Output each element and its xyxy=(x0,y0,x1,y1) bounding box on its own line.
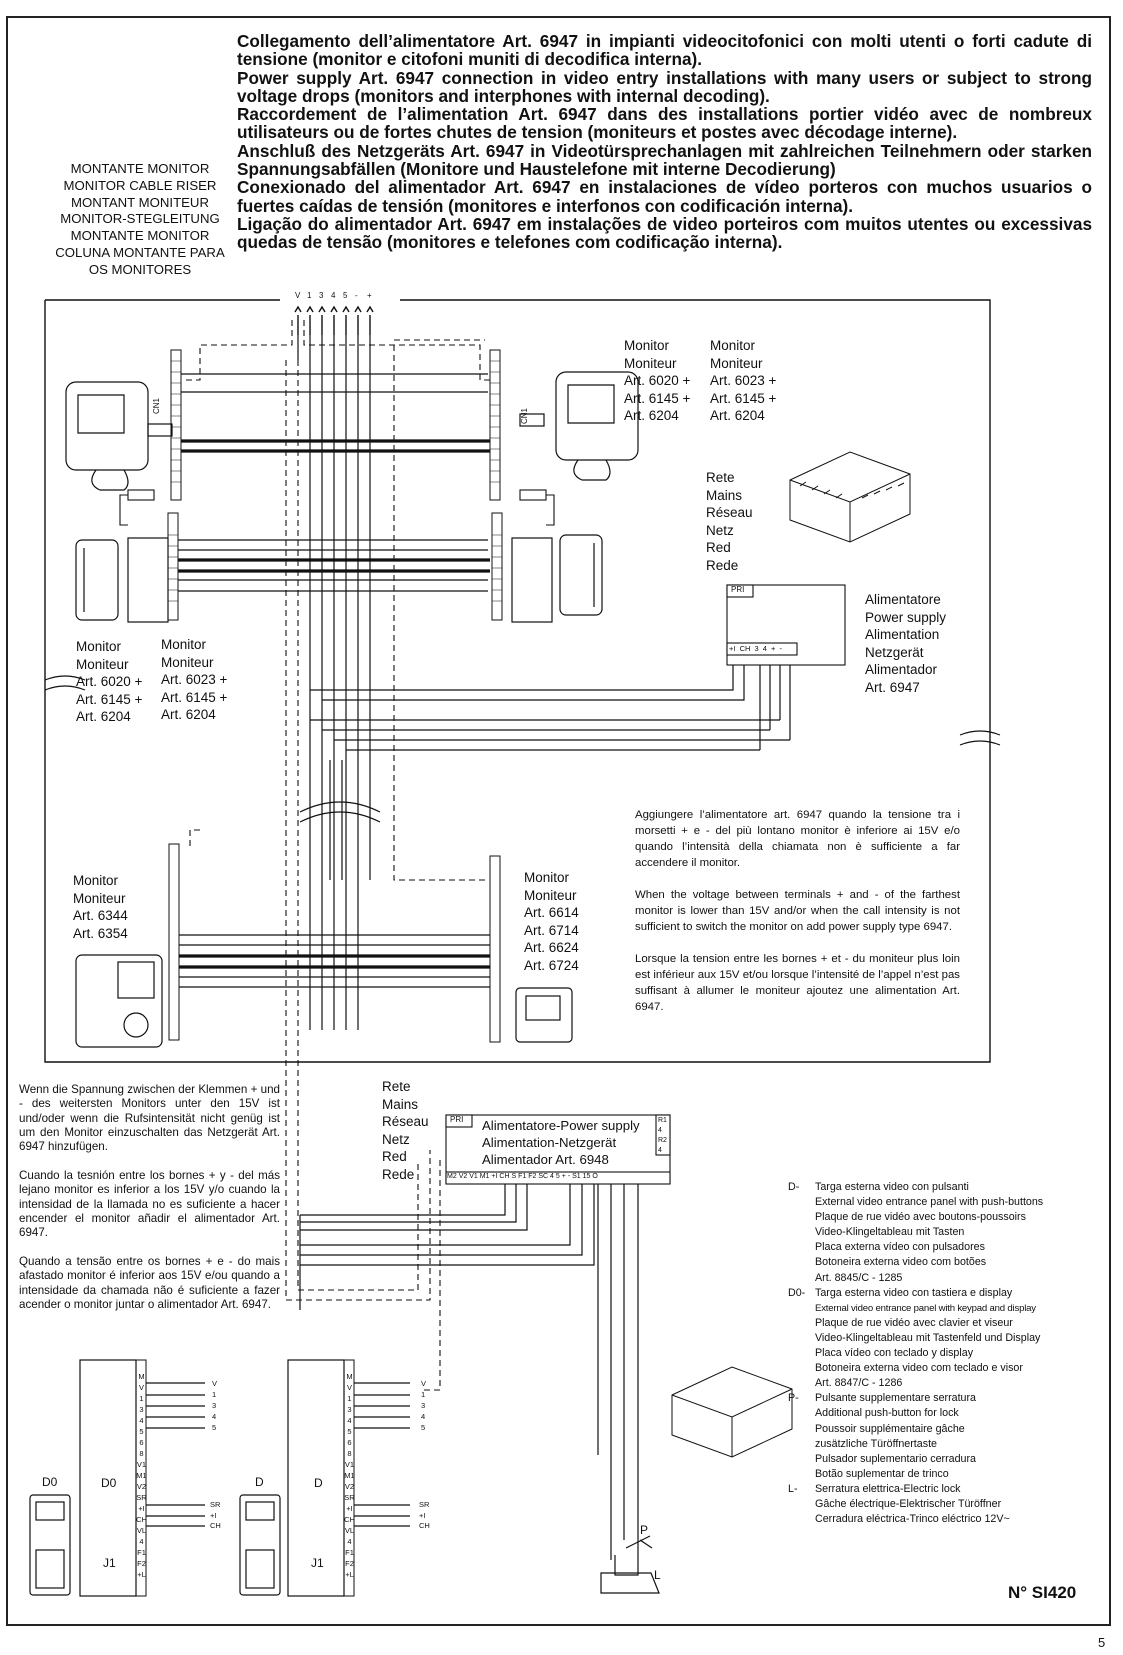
psu-6947-box xyxy=(726,584,846,666)
title-line: Anschluß des Netzgeräts Art. 6947 in Vid… xyxy=(237,140,1092,180)
riser-terminal: 5 xyxy=(343,291,348,300)
lock-button-label: P xyxy=(640,1523,649,1537)
note-pt: Quando a tensão entre os bornes + e - do… xyxy=(19,1254,280,1311)
note-fr: Lorsque la tension entre les bornes + et… xyxy=(635,953,960,1013)
title-line: Ligação do alimentador Art. 6947 em inst… xyxy=(237,213,1092,253)
jumper-left-label: J1 xyxy=(103,1556,116,1570)
lock-icon xyxy=(600,1535,660,1594)
mains-device-icon xyxy=(789,451,911,543)
break-marks xyxy=(44,675,1001,823)
video-coax xyxy=(182,320,492,1391)
psu-6948-right-terminals: R1 4 R2 4 xyxy=(658,1117,667,1154)
label-monitor-lower-left: Monitor Moniteur Art. 6344 Art. 6354 xyxy=(73,873,128,941)
interphone-left-icon xyxy=(75,537,169,623)
panel-left-strip xyxy=(135,1359,147,1597)
terminal-strip-dividers xyxy=(168,360,502,602)
lock-label: L xyxy=(654,1568,661,1582)
panel-right-strip xyxy=(343,1359,355,1597)
note-de: Wenn die Spannung zwischen der Klemmen +… xyxy=(19,1083,280,1154)
cn1-left: CN1 xyxy=(152,397,161,414)
monitor-lower-right-icon xyxy=(515,987,573,1043)
interphone-right-icon xyxy=(511,534,603,623)
panel-d-label: D xyxy=(255,1475,264,1489)
label-mains-top: Rete Mains Réseau Netz Red Rede xyxy=(706,470,753,573)
riser-label: MONTANTE MONITOR MONITOR CABLE RISER MON… xyxy=(40,161,240,279)
label-monitor-lower-right: Monitor Moniteur Art. 6614 Art. 6714 Art… xyxy=(524,870,579,973)
page-frame xyxy=(6,16,1111,1626)
panel-d-inner-label: D xyxy=(314,1476,323,1490)
title-block: Collegamento dell’alimentatore Art. 6947… xyxy=(237,32,1092,252)
label-monitor-top-right-a: Monitor Moniteur Art. 6020 + Art. 6145 +… xyxy=(624,338,691,424)
light-bus xyxy=(174,373,791,988)
riser-terminal-arrows xyxy=(294,305,374,335)
psu-6948-label: Alimentatore-Power supply Alimentation-N… xyxy=(482,1118,640,1167)
psu-6948-wires xyxy=(299,1184,639,1576)
monitor-top-left-icon xyxy=(65,381,173,491)
label-monitor-mid-left-a: Monitor Moniteur Art. 6020 + Art. 6145 +… xyxy=(76,639,143,725)
riser-terminal: - xyxy=(355,291,358,300)
terminal-strips xyxy=(167,349,503,1043)
riser-terminal: 3 xyxy=(319,291,324,300)
riser-terminal: V xyxy=(295,291,301,300)
title-line: Raccordement de l’alimentation Art. 6947… xyxy=(237,104,1092,143)
psu-6947-pri: PRI xyxy=(731,585,745,594)
label-monitor-top-right-b: Monitor Moniteur Art. 6023 + Art. 6145 +… xyxy=(710,338,777,424)
psu-6947-terminals: +I CH 3 4 + - xyxy=(729,644,783,653)
legend-item: D0- Targa esterna video con tastiera e d… xyxy=(788,1286,1041,1390)
panel-right-photo xyxy=(239,1494,281,1596)
title-line: Collegamento dell’alimentatore Art. 6947… xyxy=(237,31,1092,70)
riser-label-line: OS MONITORES xyxy=(88,261,192,277)
riser-label-line: MONTANT MONITEUR xyxy=(71,194,209,210)
riser-label-line: MONTANTE MONITOR xyxy=(70,228,210,244)
riser-terminal: 4 xyxy=(331,291,336,300)
mains-device-2-icon xyxy=(671,1366,793,1458)
psu-6947-label: Alimentatore Power supply Alimentation N… xyxy=(865,592,947,695)
heavy-bus xyxy=(174,439,490,969)
riser-terminal: 1 xyxy=(307,291,312,300)
riser-bus xyxy=(297,335,371,1030)
psu-6948-box xyxy=(445,1114,671,1185)
riser-label-line: MONTANTE MONITOR xyxy=(70,161,210,176)
notes-it-en-fr: Aggiungere l’alimentatore art. 6947 quan… xyxy=(635,807,960,1031)
label-mains-bottom: Rete Mains Réseau Netz Red Rede xyxy=(382,1079,429,1182)
jumper-right-label: J1 xyxy=(311,1556,324,1570)
note-it: Aggiungere l’alimentatore art. 6947 quan… xyxy=(635,809,960,869)
riser-label-line: COLUNA MONTANTE PARA xyxy=(55,244,225,260)
notes-de-es-pt: Wenn die Spannung zwischen der Klemmen +… xyxy=(19,1083,280,1327)
panel-d0-inner-label: D0 xyxy=(101,1476,117,1490)
cn1-right: CN1 xyxy=(520,407,529,424)
panel-d0-label: D0 xyxy=(42,1475,58,1489)
installation-boundary xyxy=(44,299,991,1063)
label-monitor-mid-left-b: Monitor Moniteur Art. 6023 + Art. 6145 +… xyxy=(161,637,228,723)
riser-label-line: MONITOR CABLE RISER xyxy=(63,177,217,193)
page-number: 5 xyxy=(1098,1635,1106,1650)
riser-label-line: MONITOR-STEGLEITUNG xyxy=(60,211,220,227)
monitor-top-right-icon xyxy=(519,371,639,481)
monitor-lower-left-icon xyxy=(75,954,163,1048)
riser-terminal-labels: V 1 3 4 5 - + xyxy=(295,291,372,300)
note-es: Cuando la tesnión entre los bornes + y -… xyxy=(19,1168,280,1240)
panel-left-photo xyxy=(29,1494,71,1596)
riser-terminal: + xyxy=(367,291,372,300)
document-number: N° SI420 xyxy=(1008,1583,1077,1602)
title-line: Power supply Art. 6947 connection in vid… xyxy=(237,67,1092,106)
psu-6948-terminals: M2 V2 V1 M1 +I CH S F1 F2 SC 4 5 + - S1 … xyxy=(447,1173,598,1180)
title-line: Conexionado del alimentador Art. 6947 en… xyxy=(237,177,1092,216)
cn2-links xyxy=(119,489,555,526)
note-en: When the voltage between terminals + and… xyxy=(635,889,960,933)
panel-outputs xyxy=(146,1382,410,1527)
psu-6948-pri: PRI xyxy=(450,1115,464,1124)
